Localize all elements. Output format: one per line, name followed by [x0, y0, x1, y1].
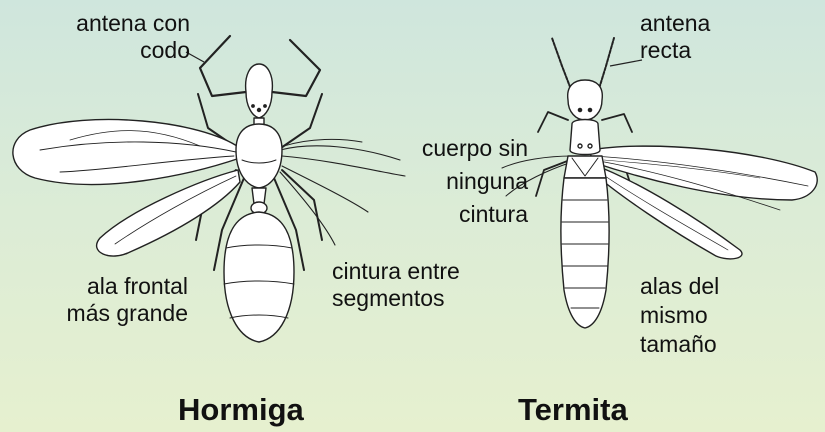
ant-waist-label-line: cintura entre — [332, 258, 460, 285]
ant-waist-label-line: segmentos — [332, 285, 460, 312]
termite-left-antenna — [552, 38, 572, 92]
termite-right-antenna — [598, 38, 614, 92]
termite-antenna-label: antena recta — [640, 10, 710, 64]
termite-wings-label-line: tamaño — [640, 330, 719, 359]
ant-front-wing-label-line: ala frontal — [60, 273, 188, 300]
termite-title: Termita — [518, 392, 628, 428]
termite-head — [568, 80, 603, 120]
ant-waist-label: cintura entre segmentos — [332, 258, 460, 312]
ant-antenna-label-line: antena con — [40, 10, 190, 37]
termite-body-label-line: ninguna — [400, 165, 528, 198]
ant-abdomen — [224, 212, 294, 342]
ant-front-wing-label: ala frontal más grande — [60, 273, 188, 327]
termite-body-label-line: cuerpo sin — [400, 132, 528, 165]
ant-antenna-label-line: codo — [40, 37, 190, 64]
termite-body-label-line: cintura — [400, 198, 528, 231]
ant-front-wing — [13, 120, 240, 185]
termite-body-label: cuerpo sin ninguna cintura — [400, 132, 528, 231]
ant-right-antenna — [272, 40, 320, 96]
ant-left-antenna — [200, 36, 246, 96]
termite-wings-label-line: mismo — [640, 301, 719, 330]
ant-antenna-label: antena con codo — [40, 10, 190, 64]
termite-antenna-label-line: antena — [640, 10, 710, 37]
termite-abdomen — [561, 178, 609, 328]
termite-wings-label: alas del mismo tamaño — [640, 272, 719, 359]
ant-front-wing-label-line: más grande — [60, 300, 188, 327]
ant-title: Hormiga — [178, 392, 304, 428]
termite-wings-label-line: alas del — [640, 272, 719, 301]
termite-antenna-label-line: recta — [640, 37, 710, 64]
